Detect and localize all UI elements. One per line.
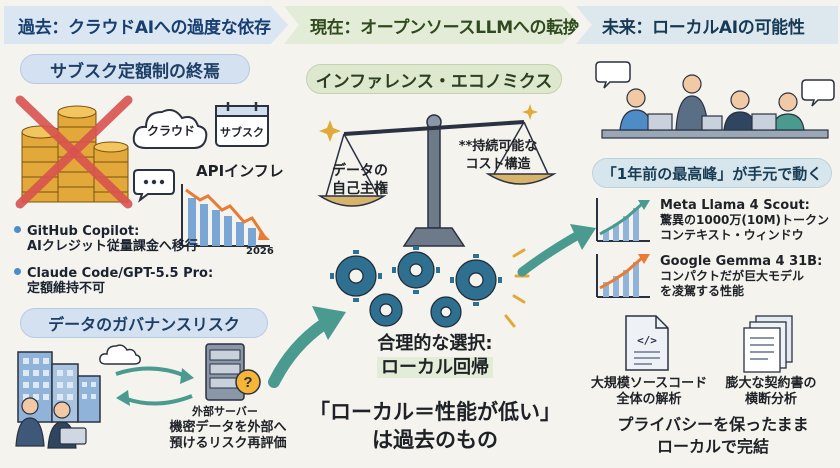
myth-statement: 「ローカル＝性能が低い」 は過去のもの	[304, 398, 566, 454]
myth-line2: は過去のもの	[372, 428, 498, 452]
transition-arrow-icon	[268, 306, 346, 388]
balance-scale-icon	[317, 104, 557, 247]
last-year-peak-title: 「1年前の最高峰」が手元で動く	[592, 158, 832, 188]
calendar-label: サブスク	[220, 126, 264, 139]
data-risk-line2: 預けるリスク再評価	[169, 436, 287, 451]
subscription-end-title-text: サブスク定額制の終焉	[50, 61, 220, 82]
local-ai-team-icon	[595, 61, 835, 139]
llama-model-line2: 驚異の1000万(10M)トークン	[660, 213, 830, 227]
governance-risk-title-text: データのガバナンスリスク	[48, 315, 240, 334]
cloud-icon	[132, 109, 208, 149]
header-present-text: 現在：オープンソースLLMへの転換	[310, 17, 580, 38]
llama-model-name: Meta Llama 4 Scout:	[660, 198, 810, 213]
right-pan-label: **持続可能な コスト構造	[446, 138, 550, 174]
inference-economics-title-text: インファレンス・エコノミクス	[315, 71, 553, 92]
source-code-document-icon: </>	[625, 315, 669, 371]
bullet-claude-line1: Claude Code/GPT-5.5 Pro:	[27, 266, 214, 281]
use-case-1-line1: 大規模ソースコード	[590, 376, 708, 391]
small-cloud-icon	[99, 344, 141, 365]
gemma-growth-chart-icon	[596, 254, 650, 298]
bullet-claude-line2: 定額維持不可	[27, 281, 106, 296]
use-case-1-line2: 全体の解析	[616, 392, 682, 407]
llama-model-line3: コンテキスト・ウィンドウ	[660, 228, 804, 242]
use-case-contracts: 膨大な契約書の 横断分析	[716, 376, 826, 408]
rational-choice-line2: ローカル回帰	[377, 357, 493, 378]
right-pan-line2: コスト構造	[465, 157, 531, 172]
svg-text:</>: </>	[637, 334, 657, 347]
use-case-source-code: 大規模ソースコード 全体の解析	[590, 376, 708, 408]
contracts-stack-icon	[743, 315, 793, 373]
gemma-model-line3: を凌駕する性能	[660, 284, 745, 298]
left-pan-line2: 自己主権	[332, 181, 388, 197]
bullet-dot	[14, 226, 21, 233]
llama-model-info: Meta Llama 4 Scout: 驚異の1000万(10M)トークン コン…	[660, 198, 829, 243]
svg-text:?: ?	[243, 374, 252, 391]
bullet-github-line1: GitHub Copilot:	[27, 224, 140, 239]
left-pan-line1: データの	[332, 163, 388, 179]
gemma-model-name: Google Gemma 4 31B:	[660, 254, 823, 269]
llama-growth-chart-icon	[596, 198, 650, 242]
gemma-model-info: Google Gemma 4 31B: コンパクトだが巨大モデル を凌駕する性能	[660, 254, 822, 299]
rational-choice-label: 合理的な選択: ローカル回帰	[350, 332, 520, 380]
subscription-end-title: サブスク定額制の終焉	[20, 54, 250, 84]
api-inflation-label: APIインフレ	[196, 162, 284, 180]
header-present: 現在：オープンソースLLMへの転換	[284, 6, 580, 44]
coins-crossed-icon	[15, 95, 133, 209]
data-risk-caption: 機密データを外部へ 預けるリスク再評価	[154, 420, 302, 452]
header-past: 過去：クラウドAIへの過度な依存	[4, 6, 288, 44]
last-year-peak-title-text: 「1年前の最高峰」が手元で動く	[601, 164, 823, 183]
governance-risk-title: データのガバナンスリスク	[20, 308, 268, 338]
header-future-text: 未来：ローカルAIの可能性	[602, 17, 805, 38]
data-risk-line1: 機密データを外部へ	[169, 420, 287, 435]
use-case-2-line2: 横断分析	[744, 392, 797, 407]
bullet-claude-code: Claude Code/GPT-5.5 Pro: 定額維持不可	[14, 266, 213, 296]
gears-cluster-icon	[330, 246, 530, 328]
calendar-icon	[215, 102, 269, 147]
data-transfer-arrows-icon	[115, 366, 194, 406]
external-server-label: 外部サーバー	[192, 405, 258, 418]
api-inflation-year: 2026	[246, 246, 274, 257]
rational-choice-line1: 合理的な選択:	[377, 333, 493, 354]
bullet-dot	[14, 268, 21, 275]
closing-line1: プライバシーを保ったまま	[617, 415, 809, 434]
inference-economics-title: インファレンス・エコノミクス	[306, 64, 562, 94]
api-inflation-chart-icon	[181, 184, 270, 247]
speech-bubble-icon	[133, 169, 175, 203]
gemma-model-line2: コンパクトだが巨大モデル	[660, 269, 805, 283]
business-people-icon	[15, 397, 87, 449]
myth-line1: 「ローカル＝性能が低い」	[309, 400, 561, 424]
bullet-github-line2: AIクレジット従量課金へ移行	[27, 239, 198, 254]
bullet-github-copilot: GitHub Copilot: AIクレジット従量課金へ移行	[14, 224, 198, 254]
right-pan-line1: **持続可能な	[458, 139, 538, 154]
cloud-label: クラウド	[147, 124, 196, 138]
closing-line2: ローカルで完結	[656, 437, 769, 456]
header-past-text: 過去：クラウドAIへの過度な依存	[18, 17, 271, 38]
left-pan-label: データの 自己主権	[328, 162, 392, 198]
privacy-closing-statement: プライバシーを保ったまま ローカルで完結	[596, 414, 830, 458]
use-case-2-line1: 膨大な契約書の	[725, 376, 817, 391]
external-server-icon: ?	[205, 343, 261, 401]
upward-arrow-icon	[517, 224, 596, 277]
header-future: 未来：ローカルAIの可能性	[576, 6, 838, 44]
